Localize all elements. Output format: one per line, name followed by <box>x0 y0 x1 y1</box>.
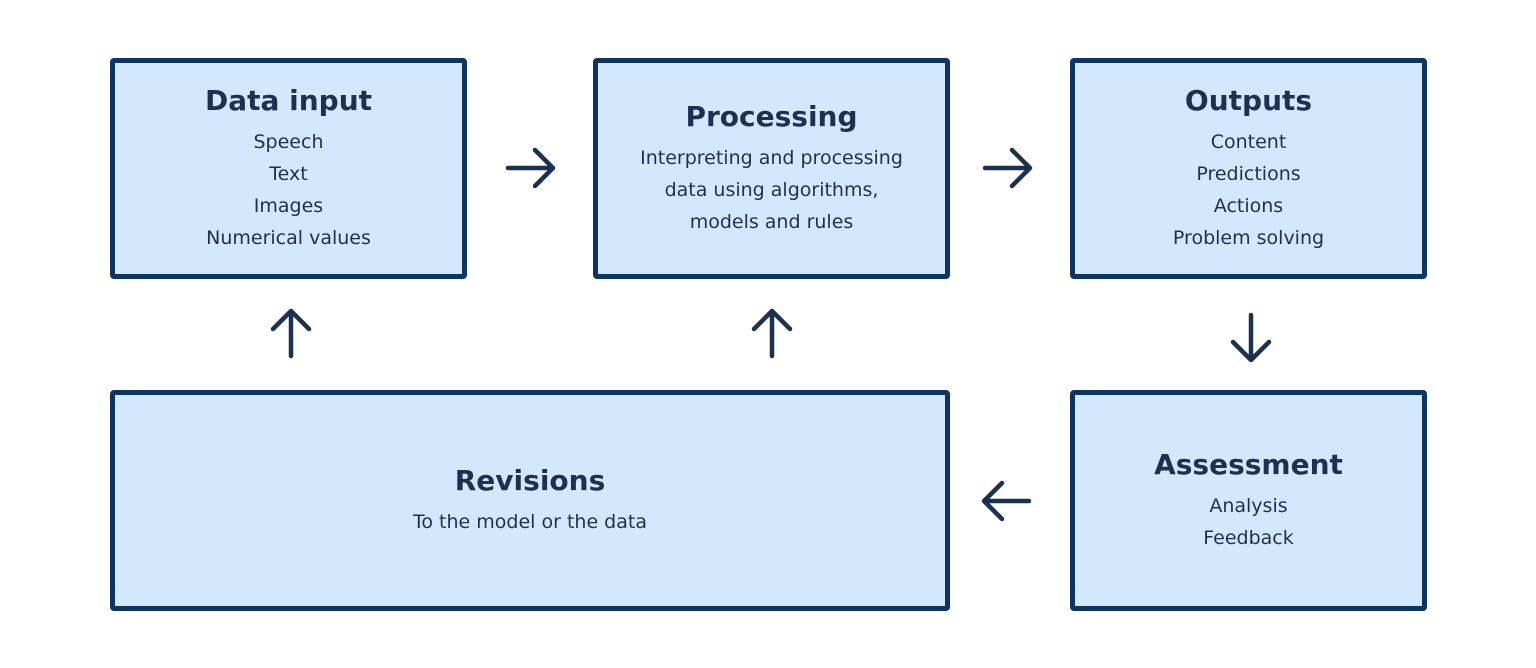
arrow-down-icon <box>1230 312 1272 363</box>
arrow-left-icon <box>981 480 1032 522</box>
outputs-title: Outputs <box>1184 83 1313 117</box>
data-input-line-speech: Speech <box>253 130 324 153</box>
data-input-line-text: Text <box>269 162 308 185</box>
processing-line-1: Interpreting and processing <box>640 146 903 169</box>
revisions-box: Revisions To the model or the data <box>110 390 950 611</box>
arrow-up-icon <box>751 308 793 359</box>
revisions-line-1: To the model or the data <box>413 510 647 533</box>
assessment-title: Assessment <box>1154 447 1343 481</box>
arrow-right-icon <box>505 147 556 189</box>
outputs-line-content: Content <box>1210 130 1287 153</box>
revisions-title: Revisions <box>454 463 606 497</box>
assessment-line-analysis: Analysis <box>1209 494 1288 517</box>
assessment-box: Assessment Analysis Feedback <box>1070 390 1427 611</box>
arrow-up-icon <box>270 308 312 359</box>
outputs-line-problem-solving: Problem solving <box>1172 226 1325 249</box>
data-input-line-numerical-values: Numerical values <box>206 226 371 249</box>
processing-title: Processing <box>685 99 858 133</box>
outputs-box: Outputs Content Predictions Actions Prob… <box>1070 58 1427 279</box>
processing-box: Processing Interpreting and processing d… <box>593 58 950 279</box>
processing-line-3: models and rules <box>689 210 854 233</box>
data-input-line-images: Images <box>253 194 324 217</box>
data-input-title: Data input <box>204 83 373 117</box>
data-input-box: Data input Speech Text Images Numerical … <box>110 58 467 279</box>
assessment-line-feedback: Feedback <box>1203 526 1294 549</box>
arrow-right-icon <box>982 147 1033 189</box>
processing-line-2: data using algorithms, <box>664 178 879 201</box>
outputs-line-predictions: Predictions <box>1196 162 1301 185</box>
outputs-line-actions: Actions <box>1213 194 1284 217</box>
